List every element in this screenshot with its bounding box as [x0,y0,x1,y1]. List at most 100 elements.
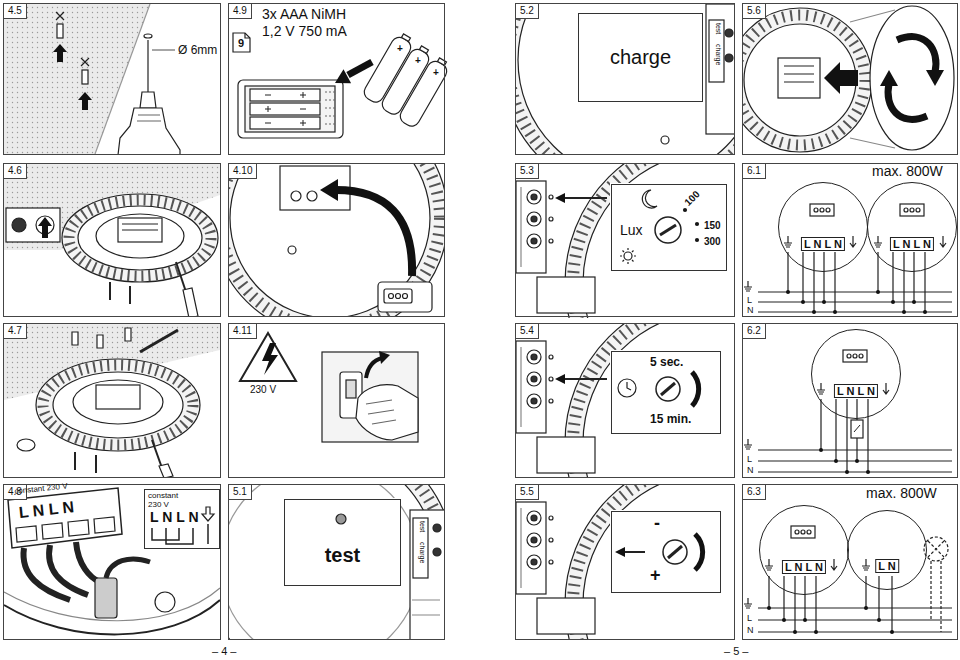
wiring-diagram [845,470,849,474]
screw-illustration [4,324,220,478]
wiring-diagram [788,252,835,312]
mounting-illustration [109,282,111,300]
figure-panel: 5.1test [228,484,445,640]
step-number: 4.11 [229,324,257,339]
step-number: 5.6 [743,4,766,19]
lux-illustration [549,195,553,199]
wiring-illustration [152,528,193,544]
lux-illustration [555,193,565,203]
sensor-housing: L N L N [778,182,868,272]
screw-illustration [73,380,163,424]
wiring-diagram [758,471,952,472]
housing-illustration [291,191,301,201]
test-illustration [283,498,400,585]
box-text: 300 [704,236,721,247]
drill-illustration [53,44,67,62]
rotate-illustration [897,37,936,72]
time-illustration [531,376,537,382]
wiring-diagram [847,354,851,358]
battery-illustration [348,62,372,75]
wiring-diagram [864,606,868,610]
battery-illustration [245,33,250,38]
label: – 4 – [212,645,236,657]
drill-illustration [4,4,180,155]
wiring-illustration [155,592,175,612]
label: test [714,23,722,34]
test-illustration [228,484,420,640]
step-number: 6.1 [743,164,766,179]
time-illustration [520,347,521,427]
label: charge [714,44,722,65]
wiring-diagram [866,576,892,632]
wiring-diagram [767,606,894,634]
wiring-diagram [916,208,920,212]
battery-illustration [265,92,306,126]
sensitivity-illustration [615,547,625,557]
time-illustration [549,377,553,381]
sensor-housing: L N [847,510,927,590]
box-text: charge [610,46,671,68]
box-text: test [325,544,361,566]
lux-illustration [563,197,607,199]
box-text: L N L N [150,510,199,525]
mains-switch-illustration [379,351,390,364]
mounting-illustration [129,286,131,304]
figure-panel: 4.7 [3,323,221,478]
drill-illustration [57,24,63,38]
wiring-diagram [814,630,818,634]
label: 230 V [250,384,276,395]
wiring-illustration [202,507,214,521]
sensitivity-illustration [531,515,537,521]
wiring-illustration [143,488,219,548]
housing-illustration [288,246,296,254]
box-text: 150 [704,220,721,231]
screw-illustration [159,464,173,478]
display-box: 5 sec.15 min. [611,351,721,434]
time-illustration [531,354,537,360]
wiring-diagram [812,310,816,314]
drill-illustration [81,58,89,66]
drill-illustration [140,92,156,108]
step-number: 5.4 [516,324,539,339]
battery-illustration [420,46,429,53]
housing-illustration [336,190,412,276]
battery-illustration [402,34,411,41]
wiring-diagram [910,208,914,212]
housing-illustration [320,179,338,201]
label: 1,2 V 750 mA [262,24,347,39]
mounting-illustration [118,218,162,242]
lux-illustration [573,163,735,318]
wiring-diagram [758,311,952,312]
drill-illustration [118,108,180,155]
figure-panel: 5.2charge [515,3,735,155]
wiring-diagram [758,619,952,620]
sensitivity-illustration [583,484,735,639]
housing-illustration [228,163,445,317]
wiring-diagram [758,449,952,450]
time-illustration [563,378,607,380]
test-illustration [336,514,346,524]
sensitivity-illustration [549,538,553,542]
drill-illustration [144,34,152,38]
figure-panel: 4.5 [3,3,221,155]
lux-illustration [531,238,537,244]
wiring-diagram [862,559,870,570]
wiring-diagram [822,300,826,304]
wiring-diagram [744,439,752,449]
rotate-illustration [742,8,872,152]
wiring-diagram [931,561,941,632]
wiring-diagram [782,618,786,622]
wiring-diagram [744,526,952,634]
housing-illustration [307,191,317,201]
rotate-illustration [888,84,927,119]
wiring-diagram [928,541,944,557]
label: max. 800W [866,486,937,501]
sensitivity-illustration [549,560,553,564]
sensitivity-illustration [668,546,682,558]
time-illustration [531,398,537,404]
lux-illustration [696,223,699,226]
battery-illustration [233,33,250,52]
sensor-housing: L N L N [759,505,849,595]
mains-switch-illustration [356,385,418,440]
screw-illustration [152,440,162,468]
